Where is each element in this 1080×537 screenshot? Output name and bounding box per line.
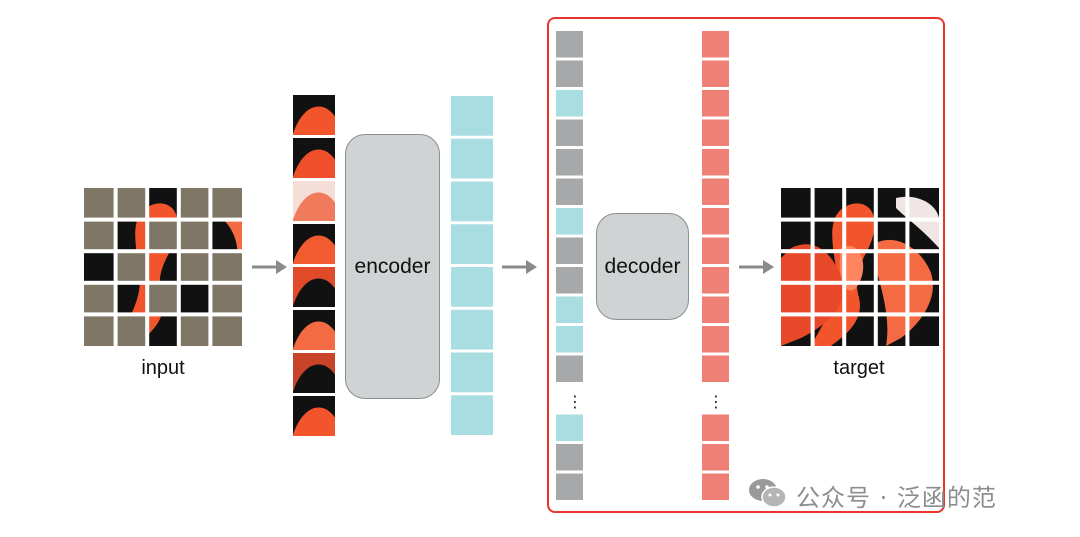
grid-line xyxy=(781,217,939,222)
decoder-output-token xyxy=(702,355,729,382)
masked-patch xyxy=(210,188,242,220)
encoder-token xyxy=(451,224,493,264)
decoder-output-token xyxy=(702,178,729,205)
grid-line xyxy=(781,280,939,285)
encoder-token xyxy=(451,181,493,222)
wechat-icon xyxy=(749,479,787,508)
grid-line xyxy=(810,188,815,346)
arrow-right-icon xyxy=(252,260,287,274)
mask-token xyxy=(556,237,583,264)
patch-content xyxy=(293,149,335,178)
ellipsis-mark: ⋮ xyxy=(708,392,724,411)
grid-line xyxy=(781,312,939,317)
encoder-token xyxy=(451,138,493,179)
input-label: input xyxy=(141,357,185,379)
decoder-output-token xyxy=(702,267,729,294)
mask-token xyxy=(556,473,583,500)
grid-line xyxy=(208,188,213,346)
patch-content xyxy=(293,321,335,350)
decoder-output-token xyxy=(702,444,729,471)
encoder-token xyxy=(451,395,493,435)
masked-patch xyxy=(178,219,211,252)
masked-patch xyxy=(147,219,179,252)
visible-token xyxy=(556,90,583,117)
patch-content xyxy=(293,407,335,436)
decoder-input-tokens: ⋮ xyxy=(556,31,583,500)
decoder-box: decoder xyxy=(596,213,689,320)
masked-patch xyxy=(84,314,116,346)
target-label: target xyxy=(833,357,885,379)
mask-token xyxy=(556,178,583,205)
decoder-output-token xyxy=(702,208,729,235)
masked-patch xyxy=(178,314,211,346)
mask-token xyxy=(556,355,583,382)
decoder-output-token xyxy=(702,237,729,264)
grid-line xyxy=(84,312,242,317)
decoder-output-token xyxy=(702,296,729,323)
watermark-text: 公众号 · 泛函的范 xyxy=(796,484,997,512)
arrow-right-icon xyxy=(502,260,537,274)
encoder-box: encoder xyxy=(345,134,440,399)
masked-patch xyxy=(178,251,211,283)
mask-token xyxy=(556,444,583,471)
visible-token xyxy=(556,326,583,353)
mask-token xyxy=(556,119,583,146)
ellipsis-mark: ⋮ xyxy=(567,392,583,411)
decoder-output-token xyxy=(702,326,729,353)
masked-patch xyxy=(210,282,242,315)
decoder-output-token xyxy=(702,31,729,58)
mask-token xyxy=(556,60,583,87)
grid-line xyxy=(84,280,242,285)
masked-patch xyxy=(210,251,242,283)
patch-content xyxy=(293,106,335,135)
input-image-grid xyxy=(84,188,242,346)
grid-line xyxy=(176,188,181,346)
encoder-token xyxy=(451,309,493,350)
patch-content xyxy=(293,364,335,393)
grid-line xyxy=(113,188,118,346)
visible-token xyxy=(556,296,583,323)
grid-line xyxy=(873,188,878,346)
masked-patch xyxy=(210,314,242,346)
patch-content xyxy=(293,278,335,307)
decoder-section-highlight xyxy=(547,17,945,513)
masked-patch xyxy=(147,282,179,315)
decoder-output-token xyxy=(702,149,729,176)
mask-token xyxy=(556,149,583,176)
grid-line xyxy=(905,188,910,346)
visible-token xyxy=(556,414,583,441)
encoder-output-tokens xyxy=(451,96,493,435)
grid-line xyxy=(84,217,242,222)
decoder-output-token xyxy=(702,473,729,500)
visible-token xyxy=(556,208,583,235)
masked-patch xyxy=(84,282,116,315)
decoder-output-token xyxy=(702,119,729,146)
masked-patch xyxy=(115,314,148,346)
grid-line xyxy=(842,188,847,346)
mask-token xyxy=(556,267,583,294)
masked-patch xyxy=(84,219,116,252)
decoder-output-token xyxy=(702,60,729,87)
encoder-token xyxy=(451,267,493,307)
grid-line xyxy=(145,188,150,346)
mask-token xyxy=(556,31,583,58)
grid-line xyxy=(84,249,242,254)
decoder-output-token xyxy=(702,414,729,441)
arrow-right-icon xyxy=(739,260,774,274)
target-image-grid xyxy=(781,188,939,346)
masked-patch xyxy=(178,188,211,220)
masked-patch xyxy=(115,251,148,283)
grid-line xyxy=(781,249,939,254)
patch-content xyxy=(293,235,335,264)
encoder-token xyxy=(451,352,493,393)
masked-patch xyxy=(84,188,116,220)
decoder-output-tokens: ⋮ xyxy=(702,31,729,500)
decoder-output-token xyxy=(702,90,729,117)
masked-patch xyxy=(115,188,148,220)
patch-content xyxy=(293,192,335,221)
encoder-token xyxy=(451,96,493,136)
visible-patches-strip xyxy=(293,95,335,436)
